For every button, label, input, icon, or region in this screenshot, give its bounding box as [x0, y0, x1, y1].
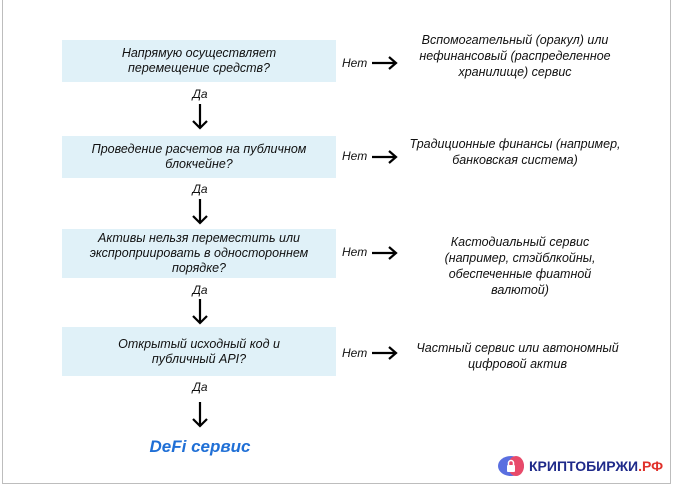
- result-4: Частный сервис или автономный цифровой а…: [416, 341, 619, 371]
- right-arrow-icon: [372, 150, 398, 164]
- logo: КРИПТОБИРЖИ.РФ: [497, 455, 663, 477]
- no-label-4: Нет: [342, 346, 368, 360]
- question-box-3: Активы нельзя переместить или экспроприи…: [62, 229, 336, 278]
- question-box-2: Проведение расчетов на публичном блокчей…: [62, 136, 336, 178]
- down-arrow-icon: [192, 299, 208, 325]
- logo-suffix: .РФ: [638, 458, 664, 474]
- result-2: Традиционные финансы (например, банковск…: [409, 137, 621, 167]
- yes-label-3: Да: [192, 283, 208, 297]
- question-box-4: Открытый исходный код и публичный API?: [62, 327, 336, 376]
- final-result: DeFi сервис: [149, 437, 251, 456]
- shield-lock-icon: [498, 456, 524, 476]
- down-arrow-icon: [192, 199, 208, 225]
- yes-label-4: Да: [192, 380, 208, 394]
- down-arrow-icon: [192, 402, 208, 428]
- yes-label-1: Да: [192, 87, 208, 101]
- no-label-3: Нет: [342, 245, 368, 259]
- logo-name: КРИПТОБИРЖИ: [529, 458, 639, 474]
- result-3: Кастодиальный сервис (например, стэйблко…: [444, 235, 596, 297]
- right-arrow-icon: [372, 246, 398, 260]
- right-arrow-icon: [372, 346, 398, 360]
- yes-label-2: Да: [192, 182, 208, 196]
- no-label-1: Нет: [342, 56, 368, 70]
- result-1: Вспомогательный (оракул) или нефинансовы…: [419, 33, 611, 79]
- question-box-1: Напрямую осуществляет перемещение средст…: [62, 40, 336, 82]
- no-label-2: Нет: [342, 149, 368, 163]
- right-arrow-icon: [372, 56, 398, 70]
- down-arrow-icon: [192, 104, 208, 130]
